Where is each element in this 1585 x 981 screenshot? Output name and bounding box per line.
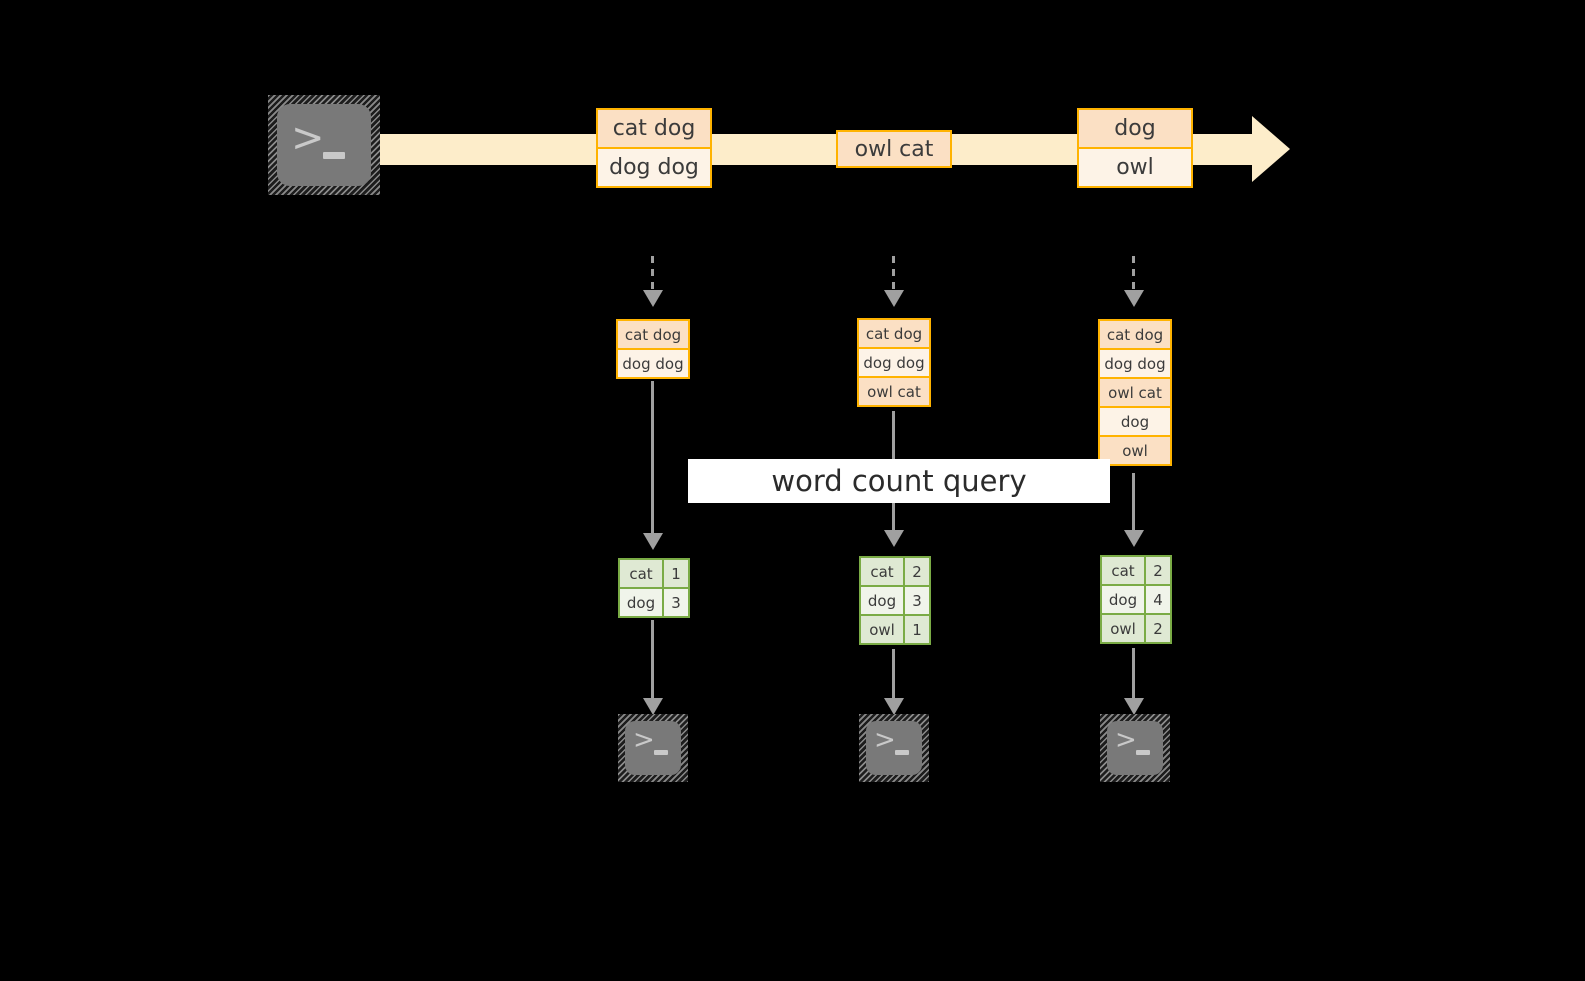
- result-row[interactable]: dog 3: [618, 587, 690, 618]
- result-row[interactable]: cat 2: [859, 556, 931, 587]
- terminal-prompt-icon: >: [291, 115, 325, 161]
- stream-event-box[interactable]: owl cat: [836, 130, 952, 168]
- result-row[interactable]: dog 3: [859, 585, 931, 616]
- stream-to-snapshot-arrowhead: [643, 290, 663, 307]
- stream-event-box[interactable]: cat dog: [596, 108, 712, 149]
- snapshot-to-result-connector: [1132, 473, 1135, 533]
- snapshot-table: cat dog dog dog owl cat dog owl: [1098, 319, 1172, 466]
- result-row[interactable]: dog 4: [1100, 584, 1172, 615]
- stream-to-snapshot-connector: [892, 256, 895, 294]
- stream-event-box[interactable]: dog dog: [596, 147, 712, 188]
- terminal-screen: >: [866, 721, 922, 775]
- snapshot-to-result-arrowhead: [643, 533, 663, 550]
- terminal-screen: >: [277, 104, 371, 186]
- result-row[interactable]: cat 1: [618, 558, 690, 589]
- terminal-prompt-icon: >: [1115, 725, 1137, 755]
- result-word-cell: cat: [859, 556, 905, 587]
- result-count-cell: 3: [662, 587, 690, 618]
- result-to-consumer-arrowhead: [884, 698, 904, 715]
- snapshot-to-result-connector: [651, 381, 654, 536]
- result-row[interactable]: owl 2: [1100, 613, 1172, 644]
- snapshot-row[interactable]: owl cat: [857, 376, 931, 407]
- stream-event-box[interactable]: owl: [1077, 147, 1193, 188]
- stream-to-snapshot-arrowhead: [884, 290, 904, 307]
- snapshot-row[interactable]: dog dog: [1098, 348, 1172, 379]
- terminal-cursor-icon: [323, 152, 345, 159]
- result-table: cat 2 dog 3 owl 1: [859, 556, 931, 645]
- consumer-terminal-icon[interactable]: >: [1100, 714, 1170, 782]
- result-to-consumer-connector: [892, 649, 895, 702]
- snapshot-row[interactable]: cat dog: [857, 318, 931, 349]
- result-word-cell: owl: [859, 614, 905, 645]
- result-table: cat 1 dog 3: [618, 558, 690, 618]
- result-count-cell: 1: [662, 558, 690, 589]
- snapshot-row[interactable]: dog dog: [857, 347, 931, 378]
- terminal-prompt-icon: >: [874, 725, 896, 755]
- snapshot-row[interactable]: cat dog: [616, 319, 690, 350]
- result-to-consumer-arrowhead: [1124, 698, 1144, 715]
- result-word-cell: dog: [618, 587, 664, 618]
- stream-arrowhead: [1252, 116, 1290, 182]
- result-count-cell: 4: [1144, 584, 1172, 615]
- producer-terminal-icon[interactable]: >: [268, 95, 380, 195]
- result-to-consumer-connector: [651, 620, 654, 702]
- result-count-cell: 3: [903, 585, 931, 616]
- result-table: cat 2 dog 4 owl 2: [1100, 555, 1172, 644]
- snapshot-to-result-arrowhead: [1124, 530, 1144, 547]
- snapshot-row[interactable]: cat dog: [1098, 319, 1172, 350]
- query-label: word count query: [688, 459, 1110, 503]
- result-word-cell: dog: [859, 585, 905, 616]
- snapshot-to-result-arrowhead: [884, 530, 904, 547]
- stream-to-snapshot-connector: [1132, 256, 1135, 294]
- terminal-cursor-icon: [1136, 750, 1150, 755]
- terminal-cursor-icon: [895, 750, 909, 755]
- stream-event-box[interactable]: dog: [1077, 108, 1193, 149]
- result-word-cell: dog: [1100, 584, 1146, 615]
- terminal-cursor-icon: [654, 750, 668, 755]
- terminal-screen: >: [625, 721, 681, 775]
- result-count-cell: 1: [903, 614, 931, 645]
- consumer-terminal-icon[interactable]: >: [618, 714, 688, 782]
- result-word-cell: cat: [618, 558, 664, 589]
- stream-to-snapshot-connector: [651, 256, 654, 294]
- result-word-cell: cat: [1100, 555, 1146, 586]
- result-count-cell: 2: [1144, 555, 1172, 586]
- result-count-cell: 2: [903, 556, 931, 587]
- snapshot-row[interactable]: dog dog: [616, 348, 690, 379]
- terminal-prompt-icon: >: [633, 725, 655, 755]
- snapshot-table: cat dog dog dog owl cat: [857, 318, 931, 407]
- snapshot-row[interactable]: dog: [1098, 406, 1172, 437]
- stream-to-snapshot-arrowhead: [1124, 290, 1144, 307]
- terminal-screen: >: [1107, 721, 1163, 775]
- result-to-consumer-connector: [1132, 648, 1135, 702]
- result-count-cell: 2: [1144, 613, 1172, 644]
- snapshot-row[interactable]: owl cat: [1098, 377, 1172, 408]
- result-word-cell: owl: [1100, 613, 1146, 644]
- result-to-consumer-arrowhead: [643, 698, 663, 715]
- result-row[interactable]: owl 1: [859, 614, 931, 645]
- consumer-terminal-icon[interactable]: >: [859, 714, 929, 782]
- result-row[interactable]: cat 2: [1100, 555, 1172, 586]
- snapshot-table: cat dog dog dog: [616, 319, 690, 379]
- snapshot-row[interactable]: owl: [1098, 435, 1172, 466]
